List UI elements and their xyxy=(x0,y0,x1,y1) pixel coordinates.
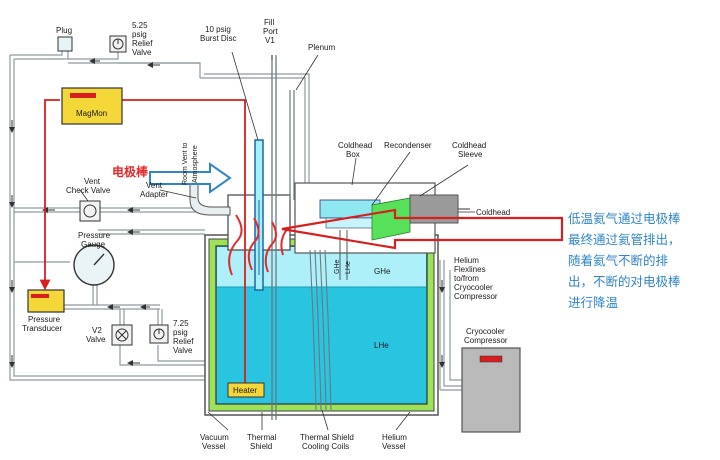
vent-check-valve-label-1: Vent xyxy=(84,177,101,186)
thermal-shield-coils-label-2: Cooling Coils xyxy=(302,442,349,451)
thermal-shield-cooling-coils xyxy=(309,249,332,411)
vacuum-vessel-label-2: Vessel xyxy=(202,442,226,451)
annotation-line-1: 低温氦气通过电极棒 xyxy=(568,211,681,226)
ghe-small-label: GHe xyxy=(334,260,341,275)
vent-piping xyxy=(9,40,462,391)
pressure-transducer-label-1: Pressure xyxy=(28,315,61,324)
heater-label: Heater xyxy=(233,386,257,395)
plenum-label: Plenum xyxy=(308,43,335,52)
vent-adapter-elbow xyxy=(189,177,231,216)
pipe-flow-arrows xyxy=(9,58,445,368)
coldhead-box-label-1: Coldhead xyxy=(338,141,372,150)
annotation-line-4: 出，不断的对电极棒 xyxy=(568,274,681,289)
vent-check-valve xyxy=(79,200,101,222)
relief-725-label-4: Valve xyxy=(173,346,193,355)
pressure-gauge-label-2: Gauge xyxy=(81,240,106,249)
coldhead-label: Coldhead xyxy=(476,208,510,217)
helium-flexlines-label-3: to/from xyxy=(454,274,479,283)
room-vent-label-1: Room Vent to xyxy=(182,142,189,185)
relief-525-label-3: Relief xyxy=(132,39,153,48)
cryocooler-compressor-label-2: Compressor xyxy=(464,336,508,345)
relief-525-label-1: 5.25 xyxy=(132,21,148,30)
burst-disc-label-2: Burst Disc xyxy=(200,34,236,43)
plug-label: Plug xyxy=(56,26,72,35)
room-vent-label-2: Atmosphere xyxy=(192,145,199,183)
annotation-pointer-arrow xyxy=(281,208,564,250)
thermal-shield-label-1: Thermal xyxy=(247,433,277,442)
thermal-shield-coils-label-1: Thermal Shield xyxy=(300,433,354,442)
lhe-small-label: LHe xyxy=(345,261,352,274)
annotation-line-2: 最终通过氦管排出， xyxy=(568,232,681,247)
vacuum-vessel-label-1: Vacuum xyxy=(200,433,229,442)
coldhead-sleeve-label-1: Coldhead xyxy=(452,141,486,150)
relief-725-label-2: psig xyxy=(173,328,188,337)
ghe-label: GHe xyxy=(374,267,391,276)
fill-port-label-3: V1 xyxy=(265,36,275,45)
fill-port-label-1: Fill xyxy=(264,18,274,27)
fill-port-label-2: Port xyxy=(263,27,278,36)
relief-525-label-2: psig xyxy=(132,30,147,39)
cooling-explanation: 低温氦气通过电极棒 最终通过氦管排出， 随着氦气不断的排 出，不断的对电极棒 进… xyxy=(568,208,718,313)
recondenser xyxy=(319,199,381,219)
electrode-pointer-arrow xyxy=(149,162,232,194)
annotation-line-3: 随着氦气不断的排 xyxy=(568,253,669,268)
annotation-line-5: 进行降温 xyxy=(568,295,619,310)
sensor-line xyxy=(39,99,246,390)
helium-flexlines-label-2: Flexlines xyxy=(454,265,486,274)
electrode-label: 电极棒 xyxy=(112,164,149,179)
coldhead-sleeve-label-2: Sleeve xyxy=(458,150,483,159)
vent-adapter-label-2: Adapter xyxy=(140,190,168,199)
leader-lines xyxy=(79,51,475,431)
helium-flexlines-label-4: Cryocooler xyxy=(454,283,493,292)
helium-flexlines-label-1: Helium xyxy=(454,256,479,265)
vent-adapter-label-1: Vent xyxy=(146,181,163,190)
helium-vessel-label-2: Vessel xyxy=(382,442,406,451)
v2-valve-label-2: Valve xyxy=(86,335,106,344)
pressure-gauge-label-1: Pressure xyxy=(78,231,111,240)
thermal-shield-label-2: Shield xyxy=(250,442,272,451)
vent-check-valve-label-2: Check Valve xyxy=(66,186,111,195)
relief-725-label-1: 7.25 xyxy=(173,319,189,328)
burst-disc-label-1: 10 psig xyxy=(205,25,231,34)
heater xyxy=(227,382,265,398)
recondenser-label: Recondenser xyxy=(384,141,432,150)
relief-725-label-3: Relief xyxy=(173,337,194,346)
helium-flexlines-label-5: Compressor xyxy=(454,292,498,301)
magmon-label: MagMon xyxy=(76,109,107,118)
pressure-transducer xyxy=(27,289,65,313)
component-labels: Plug 5.25 psig Relief Valve 10 psig Burs… xyxy=(22,18,510,451)
helium-vessel-label-1: Helium xyxy=(382,433,407,442)
v2-valve-label-1: V2 xyxy=(92,326,102,335)
coldhead-sleeve xyxy=(371,197,411,241)
lhe-label: LHe xyxy=(374,341,389,350)
coldhead-box-label-2: Box xyxy=(346,150,360,159)
cryocooler-compressor-label-1: Cryocooler xyxy=(466,327,505,336)
relief-525-label-4: Valve xyxy=(132,48,152,57)
pressure-transducer-label-2: Transducer xyxy=(22,324,63,333)
plug xyxy=(57,36,73,52)
